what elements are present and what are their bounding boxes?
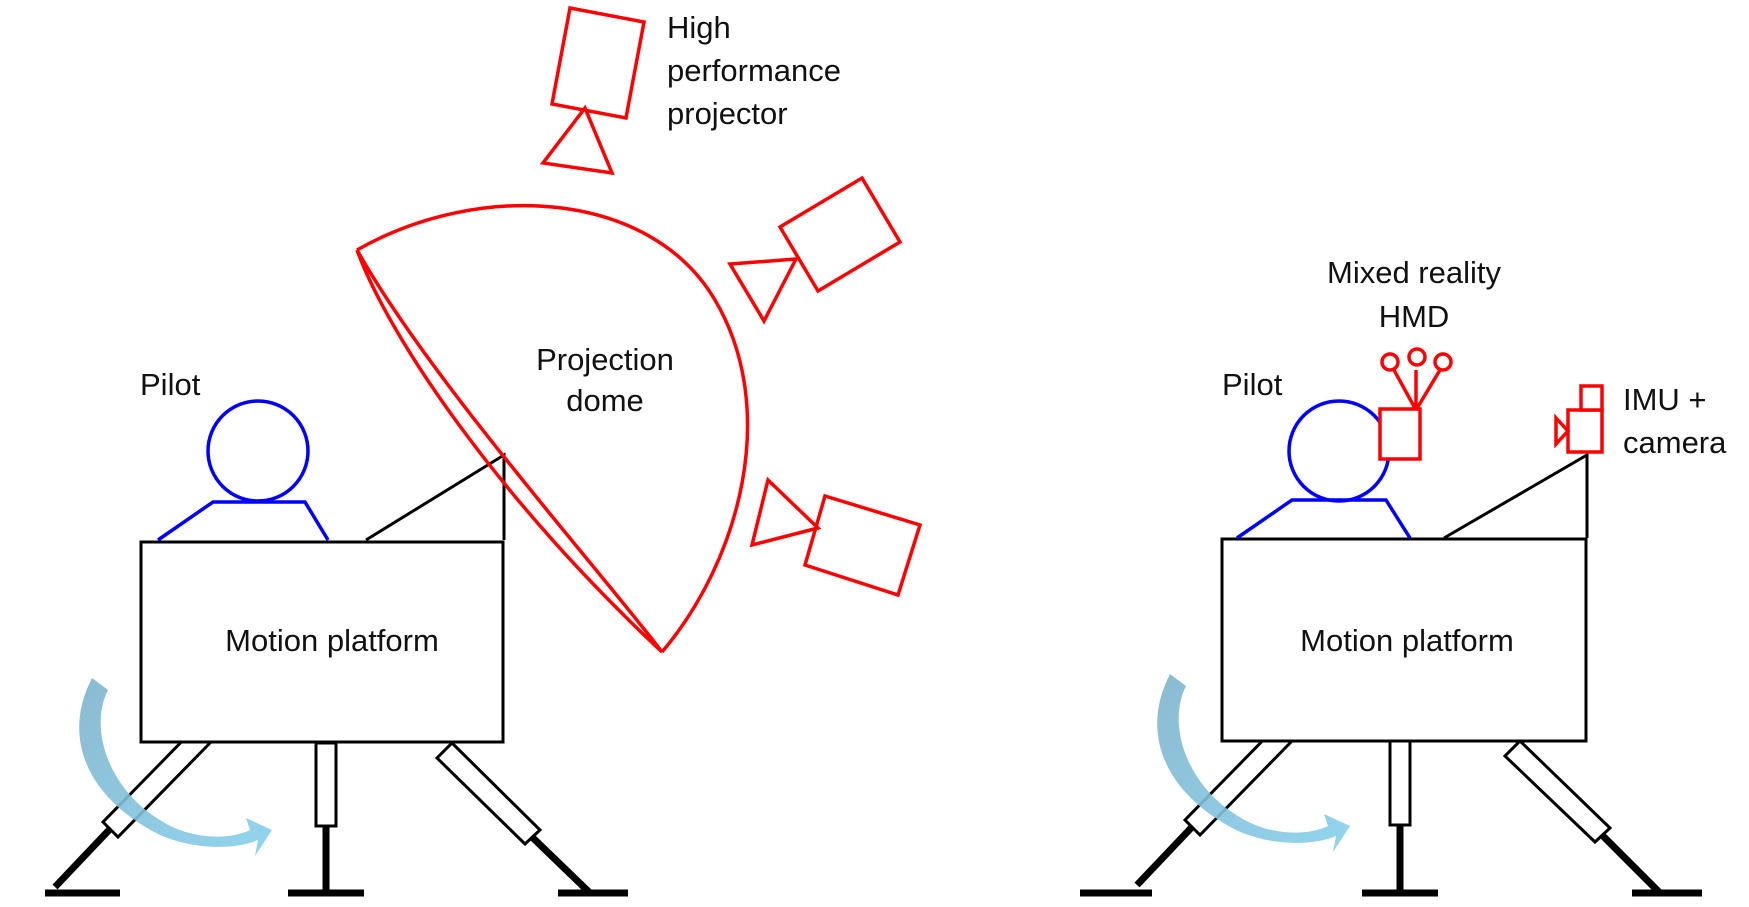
left-motion-platform-label: Motion platform [225,623,439,658]
imu-label-line2: camera [1623,425,1727,460]
left-cockpit-wedge [365,452,506,542]
projection-dome-label-line2: dome [566,383,644,418]
left-leg-diagonal-right [434,740,628,897]
imu-camera-icon-top [1579,384,1604,412]
right-motion-platform-label: Motion platform [1300,623,1514,658]
projector-bottom-lens [749,476,822,548]
projector-middle [727,175,903,325]
imu-camera-icon-body [1566,408,1604,454]
hmd-icon-body [1378,407,1422,461]
right-cockpit-wedge [1443,452,1589,540]
projection-dome [355,203,750,654]
projection-dome-rim [355,249,664,654]
projector-middle-body [777,175,903,294]
right-leg-diagonal-left [1080,723,1295,897]
projector-label-line2: performance [667,53,841,88]
projector-top-body [549,5,647,121]
left-motion-platform [139,540,505,744]
projection-dome-shell [356,203,750,654]
projection-dome-label-line1: Projection [536,342,674,377]
left-pilot-body [157,500,330,542]
left-pilot-label: Pilot [140,367,201,402]
projector-top [539,5,647,176]
right-platform-legs [1080,723,1702,897]
projector-bottom [749,476,923,598]
right-pilot-label: Pilot [1222,367,1283,402]
left-leg-center [288,741,364,897]
right-pilot-body [1236,498,1412,540]
imu-label-line1: IMU + [1623,382,1707,417]
right-leg-center [1362,739,1438,897]
right-setup: Motion platform Pilot Mixed reality HMD [1080,255,1727,897]
left-motion-arrow-icon [79,678,272,856]
imu-camera-icon-lens [1554,413,1571,449]
hmd-label-line2: HMD [1379,299,1450,334]
projector-label-line3: projector [667,96,788,131]
left-pilot-head [206,399,310,503]
right-leg-diagonal-right [1502,738,1702,897]
imu-camera-icon [1554,384,1604,454]
projectors [539,5,923,598]
right-motion-arrow-icon [1157,674,1350,852]
right-pilot-head [1287,399,1391,503]
left-pilot [157,399,330,542]
hmd-label-line1: Mixed reality [1327,255,1501,290]
right-motion-platform [1220,537,1588,743]
projector-label-line1: High [667,10,731,45]
projector-middle-lens [727,257,799,325]
hmd-icon [1378,347,1453,461]
left-setup: Motion platform Pilot Projection dome [45,5,923,897]
projector-top-lens [539,104,615,176]
projector-bottom-body [802,493,923,598]
